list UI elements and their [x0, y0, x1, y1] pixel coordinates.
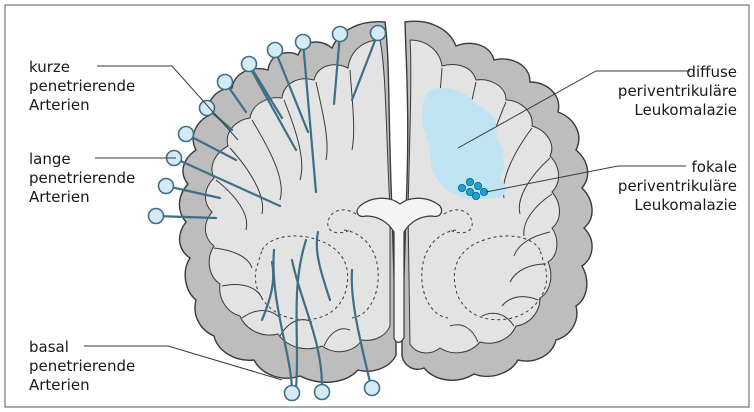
focal-spot: [472, 192, 479, 199]
label-diffuse-periventrikulaere-leukomalazie: diffuse periventrikuläre Leukomalazie: [618, 63, 737, 120]
label-line: fokale: [618, 158, 737, 177]
label-line: diffuse: [618, 63, 737, 82]
label-line: basal: [29, 338, 135, 357]
label-line: Leukomalazie: [618, 196, 737, 215]
label-line: penetrierende: [29, 169, 135, 188]
label-line: Arterien: [29, 188, 135, 207]
label-fokale-periventrikulaere-leukomalazie: fokale periventrikuläre Leukomalazie: [618, 158, 737, 215]
focal-spot: [466, 178, 473, 185]
focal-spot: [474, 182, 481, 189]
label-line: Arterien: [29, 376, 135, 395]
label-kurze-penetrierende-arterien: kurze penetrierende Arterien: [29, 58, 135, 115]
label-line: kurze: [29, 58, 135, 77]
label-line: penetrierende: [29, 357, 135, 376]
label-line: Leukomalazie: [618, 101, 737, 120]
focal-spot: [458, 184, 465, 191]
label-line: lange: [29, 150, 135, 169]
label-lange-penetrierende-arterien: lange penetrierende Arterien: [29, 150, 135, 207]
label-line: periventrikuläre: [618, 82, 737, 101]
label-basal-penetrierende-arterien: basal penetrierende Arterien: [29, 338, 135, 395]
label-line: Arterien: [29, 96, 135, 115]
label-line: periventrikuläre: [618, 177, 737, 196]
label-line: penetrierende: [29, 77, 135, 96]
